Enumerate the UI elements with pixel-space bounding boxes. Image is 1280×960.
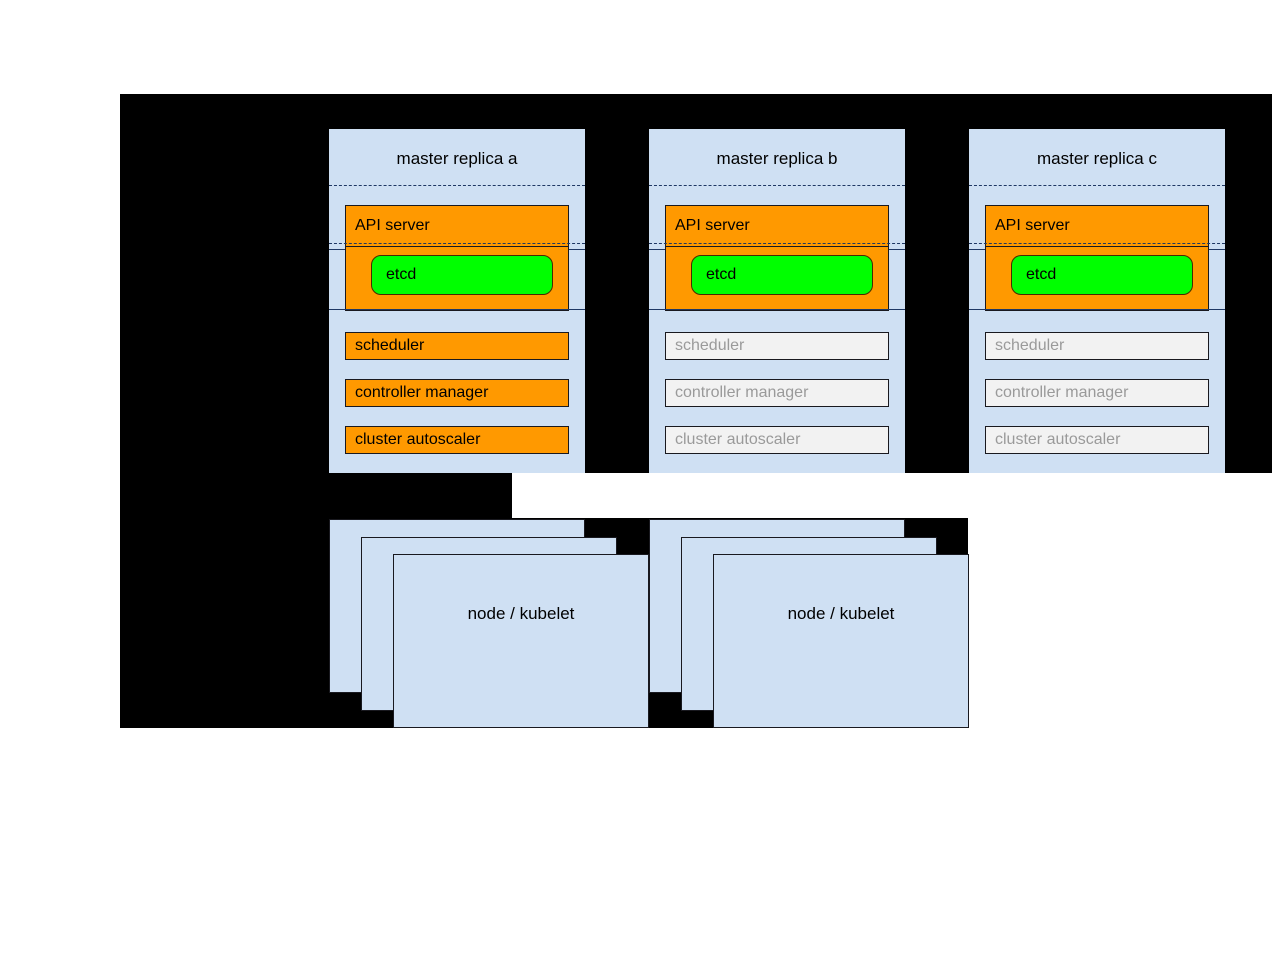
replica-a-api-separator: [329, 243, 585, 244]
replica-c-api-server[interactable]: API server: [985, 205, 1209, 247]
replica-b-title-separator: [649, 185, 905, 186]
node-kubelet-label: node / kubelet: [787, 604, 895, 623]
replica-b-etcd-bottom-separator: [649, 309, 905, 310]
backdrop-middle-band: [120, 473, 512, 518]
replica-c-title-separator: [969, 185, 1225, 186]
replica-a-etcd-band: etcd: [345, 247, 569, 311]
replica-b-etcd-band: etcd: [665, 247, 889, 311]
replica-b-api-server[interactable]: API server: [665, 205, 889, 247]
replica-c-api-separator: [969, 243, 1225, 244]
replica-a-title-separator: [329, 185, 585, 186]
replica-c-controller-manager[interactable]: controller manager: [985, 379, 1209, 407]
replica-c-etcd-bottom-separator: [969, 309, 1225, 310]
node-card-front[interactable]: node / kubelet: [393, 554, 649, 728]
master-replica-b-title: master replica b: [716, 149, 838, 168]
replica-b-controller-manager[interactable]: controller manager: [665, 379, 889, 407]
replica-b-cluster-autoscaler[interactable]: cluster autoscaler: [665, 426, 889, 454]
node-card-front[interactable]: node / kubelet: [713, 554, 969, 728]
replica-a-etcd[interactable]: etcd: [371, 255, 553, 295]
replica-b-scheduler[interactable]: scheduler: [665, 332, 889, 360]
master-replica-a-panel[interactable]: master replica a API server etcd schedul…: [329, 129, 585, 473]
replica-a-api-server[interactable]: API server: [345, 205, 569, 247]
replica-a-etcd-bottom-separator: [329, 309, 585, 310]
node-kubelet-label: node / kubelet: [467, 604, 575, 623]
replica-c-etcd-band: etcd: [985, 247, 1209, 311]
replica-b-etcd[interactable]: etcd: [691, 255, 873, 295]
replica-a-cluster-autoscaler[interactable]: cluster autoscaler: [345, 426, 569, 454]
replica-a-controller-manager[interactable]: controller manager: [345, 379, 569, 407]
master-replica-a-title: master replica a: [396, 149, 518, 168]
master-replica-c-panel[interactable]: master replica c API server etcd schedul…: [969, 129, 1225, 473]
replica-c-cluster-autoscaler[interactable]: cluster autoscaler: [985, 426, 1209, 454]
replica-b-api-separator: [649, 243, 905, 244]
master-replica-c-title: master replica c: [1037, 149, 1157, 168]
replica-c-scheduler[interactable]: scheduler: [985, 332, 1209, 360]
master-replica-b-panel[interactable]: master replica b API server etcd schedul…: [649, 129, 905, 473]
replica-c-etcd[interactable]: etcd: [1011, 255, 1193, 295]
replica-a-scheduler[interactable]: scheduler: [345, 332, 569, 360]
